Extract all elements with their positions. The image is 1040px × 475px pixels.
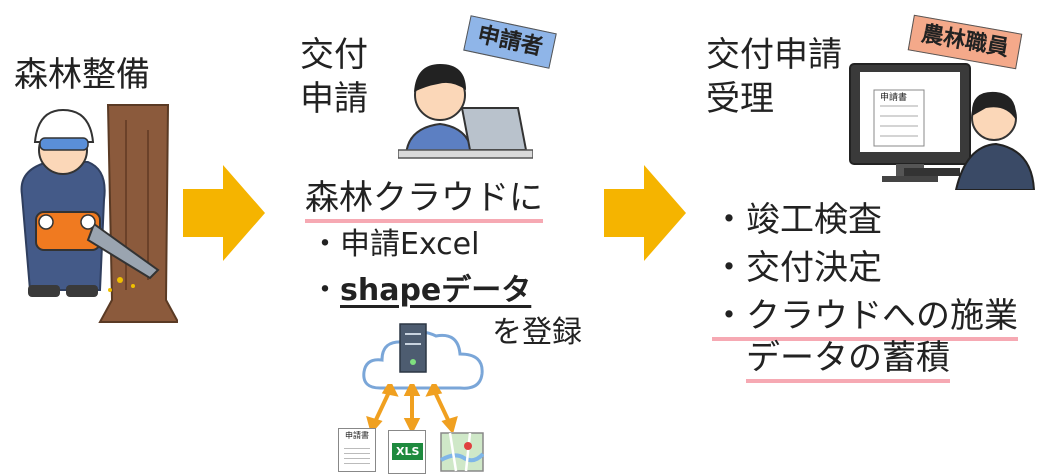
flow-arrow-1 [183,165,265,261]
step2-tail: を登録 [492,315,582,350]
step2-item1: ・申請Excel [310,230,479,260]
application-form-file-icon: 申請書 [338,428,376,472]
step2-item2: ・shapeデータ [310,276,531,306]
step3-title-line2: 受理 [706,79,774,119]
cloud-server-illustration [362,323,484,390]
step2-item1-bullet: ・ [310,227,340,262]
step3-item-4: データの蓄積 [746,338,950,383]
xls-file-icon: XLS [388,430,426,474]
step2-title-line1: 交付 [300,35,368,75]
chainsaw-worker-illustration [20,104,178,323]
step2-lead-text: 森林クラウドに [305,178,543,223]
step3-item-4-text: データの蓄積 [746,338,950,383]
step3-item-3: ・クラウドへの施業 [712,296,1018,341]
applicant-at-laptop-illustration [398,64,533,159]
cloud-exchange-arrows [366,384,458,432]
step2-item1-text: 申請Excel [340,227,480,262]
step3-item-2: ・交付決定 [712,248,882,288]
staff-at-monitor-illustration [849,63,1036,190]
xls-file-label: XLS [392,443,424,460]
step2-item2-text: shapeデータ [340,273,532,308]
step2-title-line2: 申請 [300,79,368,119]
step3-title-line1: 交付申請 [706,35,842,75]
step2-lead: 森林クラウドに [305,178,543,223]
flow-arrow-2 [604,165,686,261]
map-file-icon [440,432,484,472]
step3-item-3-text: ・クラウドへの施業 [712,296,1018,341]
step3-item-1: ・竣工検査 [712,200,882,240]
step2-item2-bullet: ・ [310,273,340,308]
monitor-document-label: 申請書 [880,93,908,103]
application-form-file-label: 申請書 [345,431,369,440]
step1-title: 森林整備 [14,55,150,95]
